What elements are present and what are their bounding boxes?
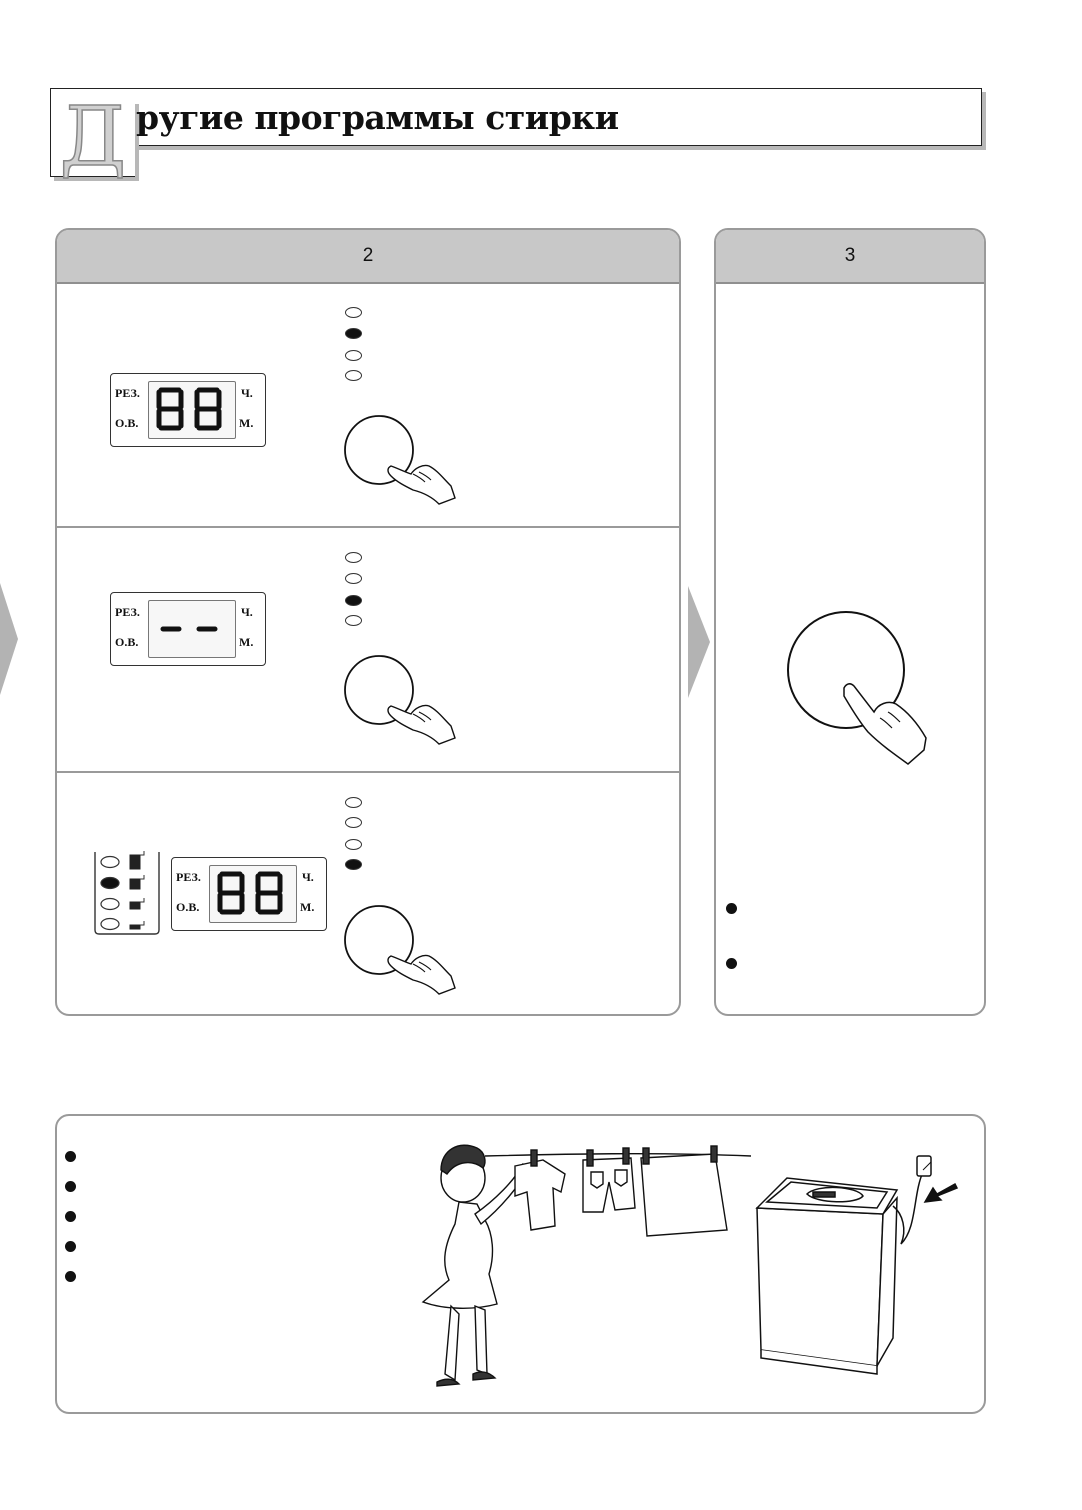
title-banner bbox=[50, 88, 982, 146]
digits-88-icon bbox=[156, 387, 222, 431]
indicator-led bbox=[345, 615, 362, 626]
digits-88-icon bbox=[217, 871, 283, 915]
display-label: О.В. bbox=[115, 635, 139, 649]
led-display: РЕЗ. О.В. Ч. М. bbox=[110, 592, 266, 666]
water-level-icon bbox=[94, 851, 160, 935]
display-label: Ч. bbox=[241, 605, 253, 619]
indicator-led-active bbox=[345, 328, 362, 339]
bullet-point bbox=[65, 1151, 76, 1162]
note-panel bbox=[55, 1114, 986, 1414]
indicator-led bbox=[345, 573, 362, 584]
display-label: М. bbox=[300, 900, 315, 914]
hand-press-icon[interactable] bbox=[339, 410, 469, 510]
display-label: М. bbox=[239, 635, 254, 649]
digit-window bbox=[209, 865, 297, 923]
indicator-led bbox=[345, 839, 362, 850]
bullet-point bbox=[65, 1271, 76, 1282]
bullet-point bbox=[65, 1181, 76, 1192]
bullet-point bbox=[726, 903, 737, 914]
hand-press-icon[interactable] bbox=[339, 900, 469, 1000]
indicator-led-active bbox=[345, 595, 362, 606]
display-label: М. bbox=[239, 416, 254, 430]
indicator-led bbox=[345, 817, 362, 828]
display-label: Ч. bbox=[241, 386, 253, 400]
title-initial: Д bbox=[50, 96, 135, 179]
display-label: Ч. bbox=[302, 870, 314, 884]
step-number: 3 bbox=[716, 230, 984, 284]
washing-machine-illustration bbox=[755, 1155, 959, 1375]
section-divider bbox=[57, 526, 679, 528]
indicator-led bbox=[345, 370, 362, 381]
bullet-point bbox=[726, 958, 737, 969]
indicator-led bbox=[345, 350, 362, 361]
chevron-right-icon bbox=[688, 586, 710, 698]
display-label: О.В. bbox=[115, 416, 139, 430]
step-panel-3: 3 bbox=[714, 228, 986, 1016]
indicator-led bbox=[345, 552, 362, 563]
indicator-led bbox=[345, 307, 362, 318]
display-label: РЕЗ. bbox=[115, 605, 140, 619]
led-display: РЕЗ. О.В. Ч. М. bbox=[171, 857, 327, 931]
digits-dash-icon bbox=[160, 626, 218, 632]
page-title: ругие программы стирки bbox=[136, 98, 619, 137]
display-label: О.В. bbox=[176, 900, 200, 914]
hand-press-icon[interactable] bbox=[784, 608, 944, 778]
bullet-point bbox=[65, 1211, 76, 1222]
section-divider bbox=[57, 771, 679, 773]
chevron-right-icon bbox=[0, 583, 18, 695]
digit-window bbox=[148, 600, 236, 658]
hand-press-icon[interactable] bbox=[339, 650, 469, 750]
display-label: РЕЗ. bbox=[115, 386, 140, 400]
step-number: 2 bbox=[57, 230, 679, 284]
step-panel-2: 2 РЕЗ. О.В. Ч. М. РЕЗ. О.В. bbox=[55, 228, 681, 1016]
bullet-point bbox=[65, 1241, 76, 1252]
display-label: РЕЗ. bbox=[176, 870, 201, 884]
indicator-led bbox=[345, 797, 362, 808]
digit-window bbox=[148, 381, 236, 439]
led-display: РЕЗ. О.В. Ч. М. bbox=[110, 373, 266, 447]
indicator-led-active bbox=[345, 859, 362, 870]
laundry-line-illustration bbox=[421, 1144, 752, 1387]
